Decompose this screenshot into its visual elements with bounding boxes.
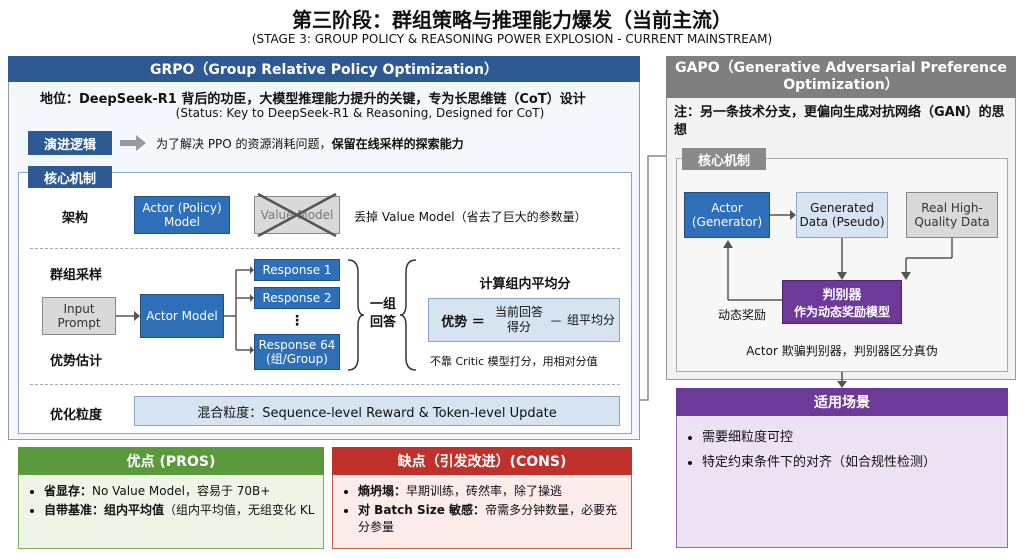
discriminator-sub: 作为动态奖励模型 [793,305,890,319]
granularity-label: 优化粒度 [50,408,103,423]
list-item: 熵坍塌：早期训练，砖然率，除了操逃 [358,482,628,499]
arrow-icon [837,372,847,388]
brace-icon [347,259,364,371]
response-box: Response 1 [254,259,340,281]
evolution-label: 演进逻辑 [28,131,112,155]
gapo-caption: Actor 欺骗判别器，判别器区分真伪 [746,344,938,358]
brace-icon [400,259,417,371]
advantage-label: 优势 ＝ [441,314,485,330]
scenario-list: 需要细粒度可控 特定约束条件下的对齐（如合规性检测） [684,426,1004,472]
arrow-icon [770,210,796,220]
evolution-arrow-icon [120,135,146,151]
crossed-out-icon [257,192,337,238]
advantage-est-label: 优势估计 [50,354,103,369]
pros-header: 优点 (PROS) [18,447,324,475]
arch-note: 丢掉 Value Model（省去了巨大的参数量） [354,210,587,224]
core-mechanism-label: 核心机制 [28,166,112,188]
gapo-note: 注：另一条技术分支，更偏向生成对抗网络（GAN）的思想 [674,105,1005,138]
input-prompt-box: Input Prompt [42,297,116,335]
advantage-current-score: 当前回答得分 [494,305,543,334]
list-item: 自带基准：组内平均值（组内平均值，无组变化 KL [44,501,318,518]
evolution-text-a: 为了解决 PPO 的资源消耗问题， [156,137,332,151]
discriminator-box: 判别器 作为动态奖励模型 [782,280,902,324]
discriminator-title: 判别器 [822,288,862,303]
advantage-group-mean: 组平均分 [566,312,615,327]
page-title: 第三阶段：群组策略与推理能力爆发（当前主流） [292,8,732,32]
grpo-status-en: (Status: Key to DeepSeek-R1 & Reasoning,… [175,106,545,120]
scenario-header: 适用场景 [676,388,1008,416]
advantage-formula-box [428,298,620,342]
gapo-header: GAPO（Generative Adversarial Preference O… [666,56,1016,98]
critic-note: 不靠 Critic 模型打分，用相对分值 [430,355,598,368]
divider [30,248,620,249]
branch-connectors [224,266,254,354]
minus-sign: － [549,314,563,330]
list-item: 对 Batch Size 敏感：帝需多分钟数量，必要充分参量 [358,501,628,535]
calc-title: 计算组内平均分 [479,277,571,292]
list-item: 需要细粒度可控 [702,426,1004,445]
evolution-text: 为了解决 PPO 的资源消耗问题，保留在线采样的探索能力 [156,135,636,152]
pros-list: 省显存：No Value Model，容易于 70B+ 自带基准：组内平均值（组… [26,482,318,520]
dynamic-reward-label: 动态奖励 [718,308,767,322]
actor-model-box: Actor Model [140,294,224,338]
grpo-header: GRPO（Group Relative Policy Optimization） [8,56,640,82]
grpo-status-cn: 地位：DeepSeek-R1 背后的功臣，大模型推理能力提升的关键，专为长思维链… [40,92,586,107]
real-data-box: Real High-Quality Data [906,192,998,238]
response-ellipsis: ⋮ [290,313,304,329]
arch-label: 架构 [62,211,89,226]
group-sampling-label: 群组采样 [50,268,103,283]
page-subtitle: (STAGE 3: GROUP POLICY & REASONING POWER… [251,32,773,46]
response-box: Response 2 [254,287,340,309]
cons-header: 缺点（引发改进）(CONS) [332,447,632,475]
group-answer-label: 一组回答 [369,297,396,330]
generated-data-box: Generated Data (Pseudo) [796,192,888,238]
actor-generator-box: Actor (Generator) [684,192,770,238]
arrow-icon [116,311,140,321]
actor-policy-model-box: Actor (Policy) Model [134,196,230,234]
gapo-core-label: 核心机制 [682,148,766,170]
response-box: Response 64 (组/Group) [254,334,340,370]
divider [30,384,620,385]
list-item: 特定约束条件下的对齐（如合规性检测） [702,451,1004,470]
evolution-text-b: 保留在线采样的探索能力 [331,137,464,151]
list-item: 省显存：No Value Model，容易于 70B+ [44,482,318,499]
granularity-box: 混合粒度：Sequence-level Reward & Token-level… [134,396,620,426]
cons-list: 熵坍塌：早期训练，砖然率，除了操逃 对 Batch Size 敏感：帝需多分钟数… [340,482,628,537]
discriminator-connectors [723,238,953,301]
